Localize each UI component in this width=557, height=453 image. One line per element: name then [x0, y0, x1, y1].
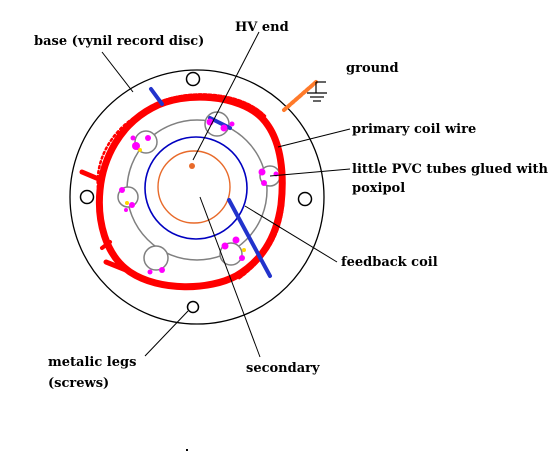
screw-holes: [79, 71, 313, 314]
secondary-coil: [157, 150, 231, 224]
screw-hole-icon: [185, 71, 201, 87]
base-disc: [69, 69, 325, 325]
ground-symbol-icon: [282, 80, 327, 112]
legs-label-line1: metalic legs: [48, 355, 136, 370]
pvc-tubes: [117, 111, 281, 271]
base-label: base (vynil record disc): [34, 34, 204, 49]
primary-label: primary coil wire: [352, 122, 476, 137]
pvc-tube: [143, 245, 169, 271]
yellow-marks: [125, 148, 246, 252]
tie-wires: [149, 87, 272, 278]
primary-coil: [79, 93, 286, 291]
screw-hole-icon: [297, 191, 313, 207]
tubes-label-line1: little PVC tubes glued with: [352, 162, 549, 177]
stray-dot: [186, 449, 188, 451]
screw-hole-icon: [186, 300, 200, 314]
screw-hole-icon: [79, 189, 95, 205]
tubes-label-line2: poxipol: [352, 181, 405, 196]
legs-label-line2: (screws): [48, 376, 109, 391]
feedback-label: feedback coil: [341, 255, 438, 270]
pvc-tube: [134, 130, 158, 154]
hv-end-label: HV end: [235, 20, 289, 35]
hv-end-dot: [189, 163, 195, 169]
ground-label: ground: [346, 61, 399, 76]
feedback-coil: [144, 136, 248, 240]
glue-spots: [119, 118, 279, 275]
tie-wire: [149, 87, 164, 106]
tie-wire: [227, 198, 272, 278]
secondary-label: secondary: [246, 361, 320, 376]
leader-lines: [101, 31, 351, 358]
